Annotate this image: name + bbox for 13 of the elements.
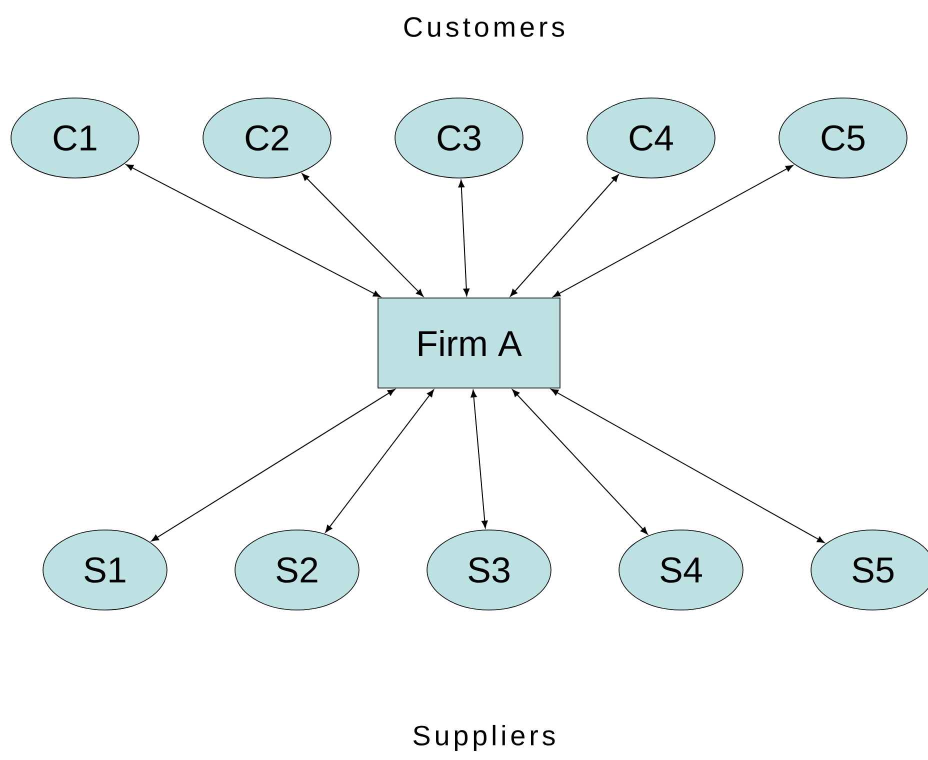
group-label: Customers	[404, 17, 564, 37]
arrow	[325, 389, 434, 533]
arrow	[470, 390, 488, 528]
arrow	[512, 389, 648, 534]
arrow	[151, 388, 396, 542]
group-label: Suppliers	[413, 724, 555, 752]
arrow	[126, 164, 381, 298]
firm-box: Firm A	[378, 298, 560, 388]
arrow	[510, 174, 619, 297]
arrow	[552, 165, 794, 298]
arrow	[458, 180, 470, 296]
arrow	[550, 388, 825, 544]
arrow	[302, 173, 424, 297]
